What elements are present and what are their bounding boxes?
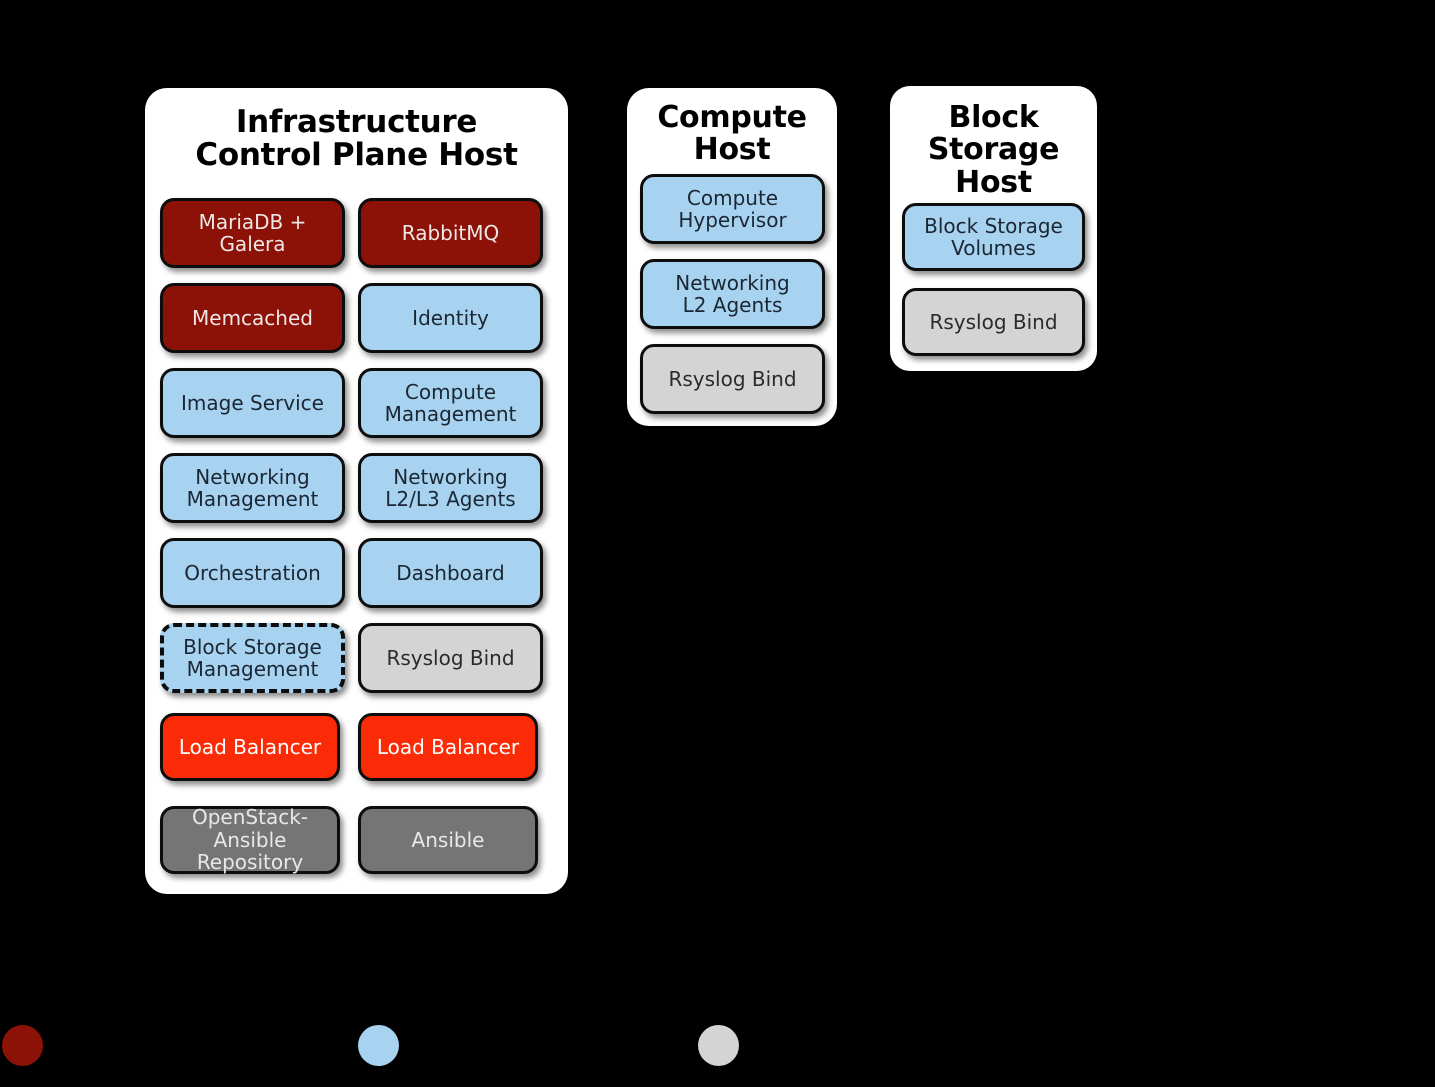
service-label: Block Storage Management xyxy=(183,634,322,681)
service-label: OpenStack- Ansible Repository xyxy=(191,805,308,875)
legend-dot-service xyxy=(358,1025,399,1066)
host-title-line-3: Host xyxy=(955,164,1032,200)
service-box-rsyslog-bind-compute[interactable]: Rsyslog Bind xyxy=(640,344,825,414)
service-box-block-storage-management[interactable]: Block Storage Management xyxy=(160,623,345,693)
legend-dot-database xyxy=(2,1025,43,1066)
host-title-compute: Compute Host xyxy=(627,88,837,167)
host-title-line-1: Block xyxy=(948,100,1039,135)
service-label: Ansible xyxy=(411,827,485,852)
service-box-ansible[interactable]: Ansible xyxy=(358,806,538,874)
service-label: Rsyslog Bind xyxy=(929,309,1058,334)
service-box-networking-management[interactable]: Networking Management xyxy=(160,453,345,523)
host-title-line-2: Host xyxy=(693,132,771,168)
service-box-compute-hypervisor[interactable]: Compute Hypervisor xyxy=(640,174,825,244)
host-title-block-storage: Block Storage Host xyxy=(894,90,1093,199)
service-label: Orchestration xyxy=(184,560,321,585)
service-box-networking-l2-agents[interactable]: Networking L2 Agents xyxy=(640,259,825,329)
service-label: Load Balancer xyxy=(376,734,520,759)
service-label: Dashboard xyxy=(396,560,505,585)
service-label: Networking L2 Agents xyxy=(675,270,790,317)
service-box-openstack-ansible-repository[interactable]: OpenStack- Ansible Repository xyxy=(160,806,340,874)
service-box-dashboard[interactable]: Dashboard xyxy=(358,538,543,608)
host-title-line-2: Control Plane Host xyxy=(195,137,518,174)
service-box-compute-management[interactable]: Compute Management xyxy=(358,368,543,438)
service-box-rabbitmq[interactable]: RabbitMQ xyxy=(358,198,543,268)
service-label: Memcached xyxy=(192,305,313,330)
service-box-mariadb-galera[interactable]: MariaDB + Galera xyxy=(160,198,345,268)
service-label: Compute Hypervisor xyxy=(678,185,787,232)
service-box-orchestration[interactable]: Orchestration xyxy=(160,538,345,608)
service-box-rsyslog-bind-block-storage[interactable]: Rsyslog Bind xyxy=(902,288,1085,356)
service-box-memcached[interactable]: Memcached xyxy=(160,283,345,353)
service-box-load-balancer-right[interactable]: Load Balancer xyxy=(358,713,538,781)
service-label: MariaDB + Galera xyxy=(198,209,307,256)
host-title-line-1: Compute xyxy=(657,100,807,135)
service-box-load-balancer-left[interactable]: Load Balancer xyxy=(160,713,340,781)
service-label: Block Storage Volumes xyxy=(924,213,1063,260)
host-title-line-2: Storage xyxy=(927,132,1060,168)
service-label: Networking L2/L3 Agents xyxy=(385,464,516,511)
service-label: Identity xyxy=(412,305,489,330)
service-box-block-storage-volumes[interactable]: Block Storage Volumes xyxy=(902,203,1085,271)
service-label: RabbitMQ xyxy=(401,220,500,245)
host-title-infrastructure-control-plane: Infrastructure Control Plane Host xyxy=(145,88,568,173)
service-label: Networking Management xyxy=(186,464,319,511)
legend-dot-support xyxy=(698,1025,739,1066)
service-label: Image Service xyxy=(181,390,324,415)
service-label: Load Balancer xyxy=(178,734,322,759)
service-box-identity[interactable]: Identity xyxy=(358,283,543,353)
service-label: Compute Management xyxy=(384,379,517,426)
service-label: Rsyslog Bind xyxy=(668,366,797,391)
host-title-line-1: Infrastructure xyxy=(235,104,478,140)
service-box-networking-l2-l3-agents[interactable]: Networking L2/L3 Agents xyxy=(358,453,543,523)
service-label: Rsyslog Bind xyxy=(386,645,515,670)
service-box-image-service[interactable]: Image Service xyxy=(160,368,345,438)
service-box-rsyslog-bind-control-plane[interactable]: Rsyslog Bind xyxy=(358,623,543,693)
